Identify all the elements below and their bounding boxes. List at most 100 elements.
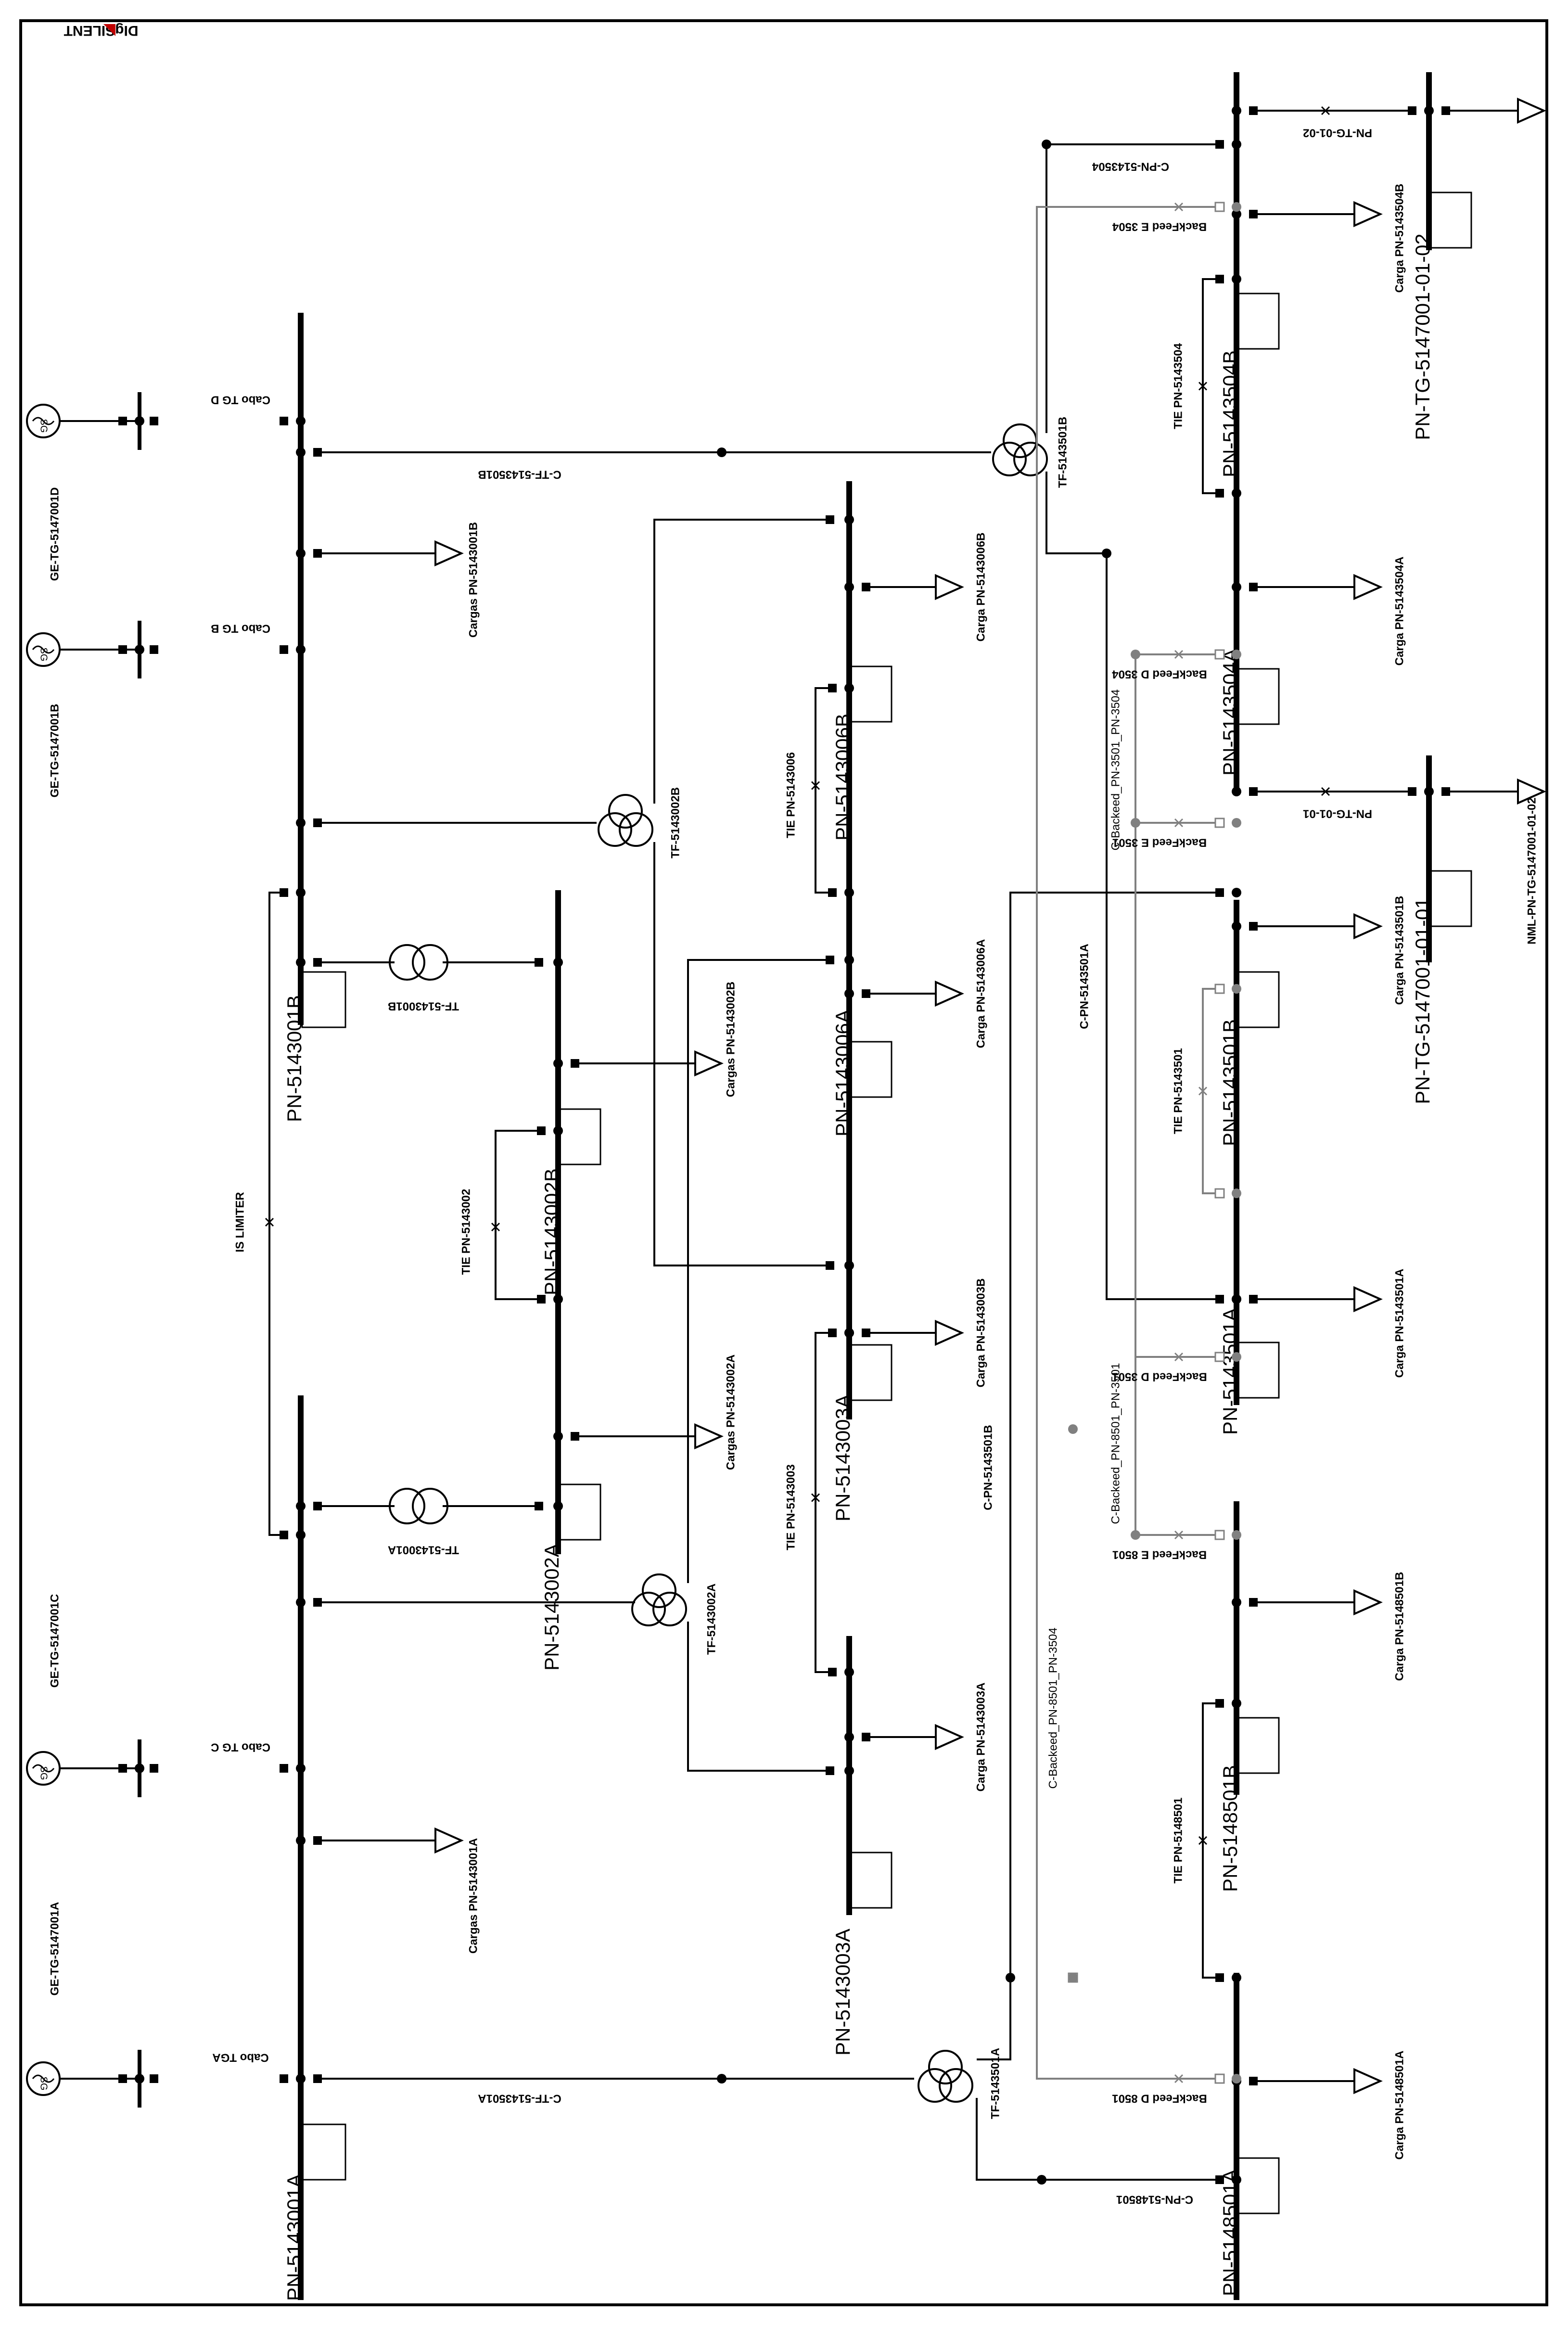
bus-label: PN-5143006B xyxy=(831,714,854,841)
load-triangle-icon xyxy=(935,981,963,1006)
backfeed-switch[interactable] xyxy=(1174,650,1184,659)
backfeed-switch[interactable] xyxy=(1174,818,1184,828)
node-dot xyxy=(1232,1973,1241,1982)
breaker-square-icon[interactable] xyxy=(537,1295,546,1304)
three-winding-transformer-icon xyxy=(918,2050,973,2103)
transformer-label: TF-5143001A xyxy=(388,1544,459,1557)
bus-box xyxy=(559,1108,601,1165)
breaker-square-icon[interactable] xyxy=(1408,787,1416,796)
tie-switch[interactable] xyxy=(491,1222,500,1232)
breaker-square-icon[interactable] xyxy=(828,888,837,897)
tie-switch[interactable] xyxy=(811,781,820,790)
tie-switch[interactable] xyxy=(1198,1086,1208,1096)
breaker-square-icon[interactable] xyxy=(1215,140,1224,149)
breaker-square-icon[interactable] xyxy=(535,958,543,967)
tf-feeder xyxy=(687,959,830,1583)
node-dot xyxy=(553,1059,563,1068)
tie-switch[interactable] xyxy=(1198,382,1208,391)
node-dot xyxy=(1232,582,1241,592)
load-triangle-icon xyxy=(935,1320,963,1345)
bus-box xyxy=(1237,1717,1280,1774)
breaker-square-icon[interactable] xyxy=(1214,984,1225,994)
breaker-square-icon[interactable] xyxy=(118,1764,127,1773)
breaker-square-icon[interactable] xyxy=(828,1668,837,1676)
backfeed-switch[interactable] xyxy=(1174,2074,1184,2083)
breaker-square-icon[interactable] xyxy=(828,684,837,692)
breaker-square-icon[interactable] xyxy=(537,1126,546,1135)
breaker-square-icon[interactable] xyxy=(280,1531,288,1539)
breaker-square-icon[interactable] xyxy=(1408,106,1416,115)
generator-label: GE-TG-5147001D xyxy=(48,487,61,581)
bus-box xyxy=(1237,971,1280,1028)
breaker-square-icon[interactable] xyxy=(1215,1295,1224,1304)
backfeed-switch[interactable] xyxy=(1174,1352,1184,1362)
backfeed-switch[interactable] xyxy=(1174,1530,1184,1540)
breaker-square-icon[interactable] xyxy=(826,1766,834,1775)
breaker-square-icon[interactable] xyxy=(280,2074,288,2083)
breaker-square-icon[interactable] xyxy=(150,645,158,654)
breaker-square-icon[interactable] xyxy=(150,2074,158,2083)
breaker-square-icon[interactable] xyxy=(1215,1973,1224,1982)
node-dot xyxy=(296,888,306,897)
load-triangle-icon xyxy=(1353,575,1381,600)
load-label: Carga PN-5148501A xyxy=(1393,2051,1406,2160)
breaker-square-icon[interactable] xyxy=(280,417,288,425)
load-label: Carga PN-5148501B xyxy=(1393,1572,1406,1681)
bus-label: PN-5143504B xyxy=(1219,350,1241,477)
breaker-square-icon[interactable] xyxy=(118,645,127,654)
bus-box xyxy=(1237,293,1280,350)
node-dot xyxy=(1232,1530,1241,1540)
breaker-square-icon[interactable] xyxy=(1215,1699,1224,1708)
backfeed-line-label: C-Backeed_PN-8501_PN-3504 xyxy=(1046,1628,1059,1789)
breaker-square-icon[interactable] xyxy=(280,888,288,897)
switch-label: TIE PN-5143504 xyxy=(1172,343,1185,429)
breaker-square-icon[interactable] xyxy=(1214,1352,1225,1362)
node-dot xyxy=(296,416,306,426)
breaker-square-icon[interactable] xyxy=(280,1764,288,1773)
breaker-square-icon[interactable] xyxy=(1214,818,1225,828)
breaker-square-icon[interactable] xyxy=(1214,649,1225,660)
breaker-square-icon[interactable] xyxy=(118,2074,127,2083)
breaker-square-icon[interactable] xyxy=(1215,275,1224,283)
tg-switch[interactable] xyxy=(1321,106,1330,115)
line-label: C-PN-5143501A xyxy=(1078,944,1091,1029)
node-dot xyxy=(1232,202,1241,212)
node-dot xyxy=(553,1294,563,1304)
breaker-square-icon[interactable] xyxy=(118,417,127,425)
tie-line xyxy=(1202,1702,1220,1979)
node-dot xyxy=(1068,1424,1078,1434)
breaker-square-icon[interactable] xyxy=(280,645,288,654)
breaker-square-icon[interactable] xyxy=(1214,1530,1225,1540)
backfeed-switch[interactable] xyxy=(1174,202,1184,212)
node-dot xyxy=(135,2074,144,2083)
node-dot xyxy=(844,1667,854,1677)
load-triangle-icon xyxy=(935,1725,963,1750)
breaker-square-icon[interactable] xyxy=(1214,2073,1225,2084)
is-limiter-switch[interactable] xyxy=(265,1217,274,1227)
node-dot xyxy=(1131,650,1140,659)
breaker-square-icon[interactable] xyxy=(826,956,834,964)
line-label: C-PN-5143501B xyxy=(982,1425,994,1510)
tg-switch[interactable] xyxy=(1321,787,1330,796)
breaker-square-icon[interactable] xyxy=(1215,489,1224,498)
tie-switch[interactable] xyxy=(1198,1836,1208,1845)
backfeed-label: BackFeed D 3501 xyxy=(1112,1370,1207,1383)
tie-switch[interactable] xyxy=(811,1493,820,1502)
breaker-square-icon[interactable] xyxy=(1215,2175,1224,2184)
breaker-square-icon[interactable] xyxy=(826,515,834,524)
load-triangle-icon xyxy=(1353,914,1381,939)
breaker-square-icon[interactable] xyxy=(150,417,158,425)
node-dot xyxy=(296,1598,306,1607)
breaker-square-icon[interactable] xyxy=(1215,888,1224,897)
bus-label: PN-5143006A xyxy=(831,1010,854,1137)
breaker-square-icon[interactable] xyxy=(1214,202,1225,212)
node-dot xyxy=(1232,1598,1241,1607)
breaker-square-icon[interactable] xyxy=(1214,1188,1225,1199)
breaker-square-icon[interactable] xyxy=(826,1261,834,1270)
breaker-square-icon[interactable] xyxy=(828,1329,837,1337)
node-dot xyxy=(296,645,306,654)
bus-box xyxy=(1237,2157,1280,2214)
breaker-square-icon[interactable] xyxy=(150,1764,158,1773)
breaker-square-icon[interactable] xyxy=(535,1502,543,1510)
transformer-label: TF-5143002B xyxy=(669,787,682,858)
